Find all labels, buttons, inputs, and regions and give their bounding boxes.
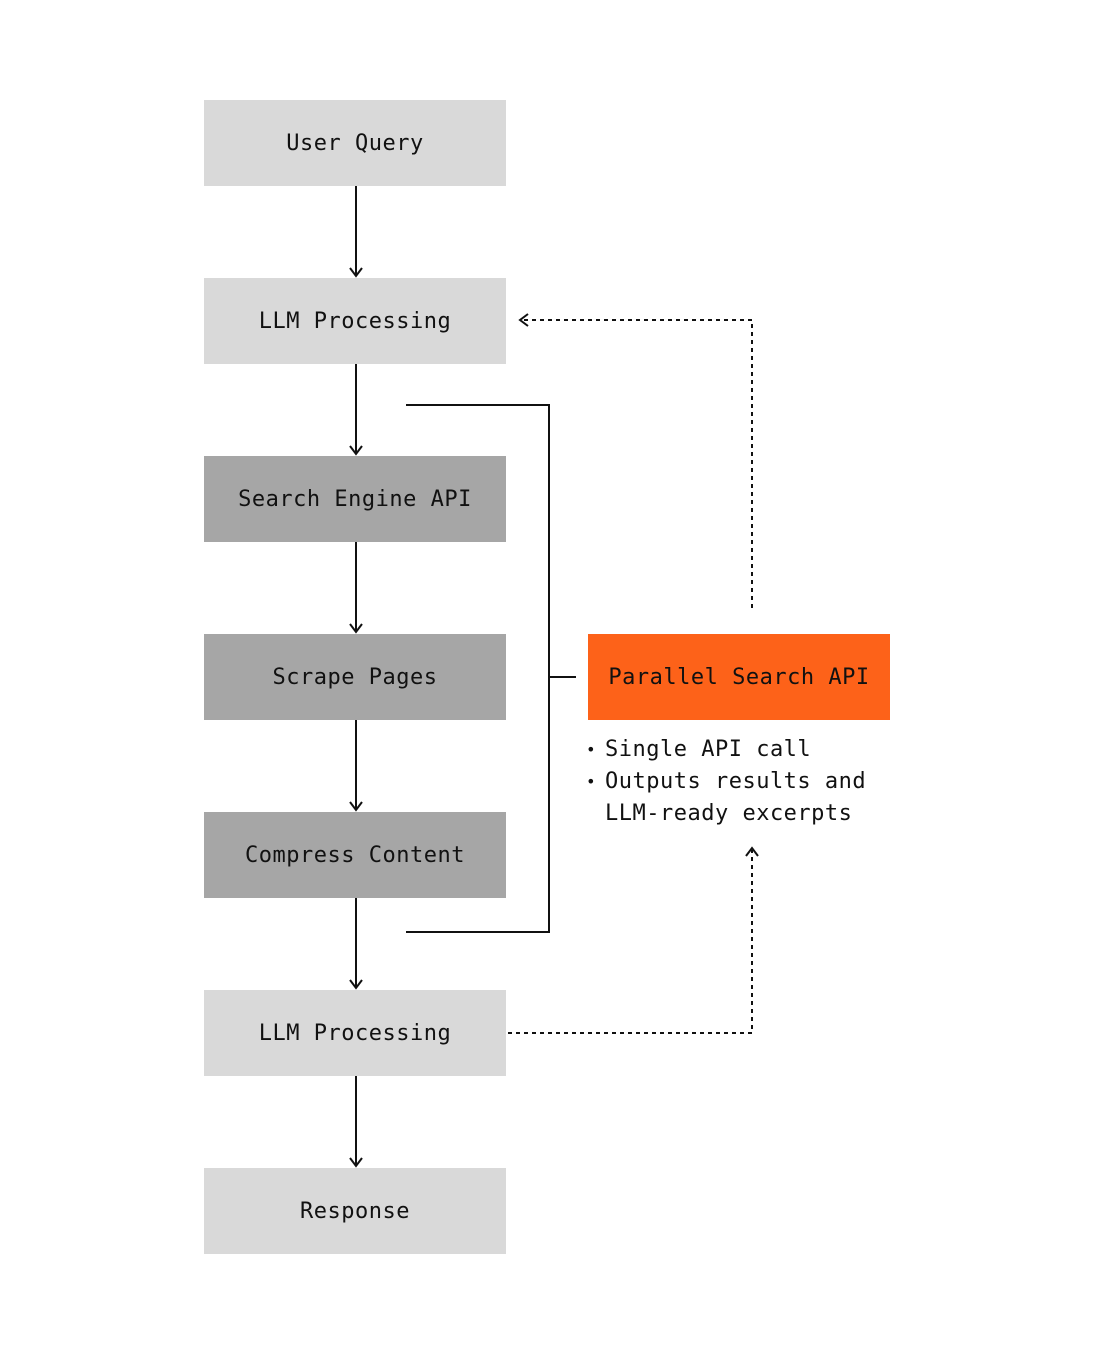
dotted-arrow-parallel-to-llm — [522, 319, 753, 608]
node-llm-processing-first: LLM Processing — [204, 278, 506, 364]
node-user-query: User Query — [204, 100, 506, 186]
parallel-note-item: • Single API call — [584, 734, 904, 766]
parallel-note-text: Outputs results and LLM-ready excerpts — [605, 769, 867, 826]
arrow-llm-to-response — [349, 1076, 363, 1168]
bullet-dot: • — [586, 740, 597, 759]
arrow-compress-to-llm — [349, 898, 363, 990]
parallel-note-text: Single API call — [605, 737, 812, 762]
node-parallel-search-api: Parallel Search API — [588, 634, 890, 720]
arrow-scrape-to-compress — [349, 720, 363, 812]
node-scrape-pages: Scrape Pages — [204, 634, 506, 720]
replacement-bracket — [406, 404, 576, 933]
node-search-engine-api: Search Engine API — [204, 456, 506, 542]
parallel-note-item: • Outputs results and LLM-ready excerpts — [584, 766, 904, 830]
node-llm-processing-second: LLM Processing — [204, 990, 506, 1076]
node-response: Response — [204, 1168, 506, 1254]
arrow-user-query-to-llm — [349, 186, 363, 278]
arrow-search-engine-to-scrape — [349, 542, 363, 634]
arrow-llm-to-search-engine — [349, 364, 363, 456]
bullet-dot: • — [586, 772, 597, 791]
node-compress-content: Compress Content — [204, 812, 506, 898]
dotted-arrow-llm-to-parallel — [508, 850, 753, 1034]
parallel-notes-list: • Single API call • Outputs results and … — [584, 734, 904, 830]
dotted-arrow-head-left — [518, 313, 529, 327]
dotted-arrow-head-up — [745, 846, 759, 857]
